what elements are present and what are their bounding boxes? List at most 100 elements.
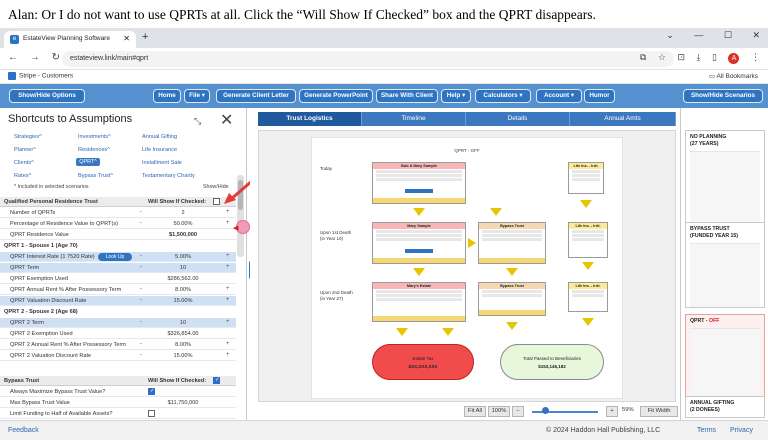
url-field[interactable]: estateview.link/main#qprt [62,51,674,67]
decrement-icon[interactable]: - [140,286,142,292]
decrement-icon[interactable]: - [140,220,142,226]
shortcut-testamentary-charity[interactable]: Testamentary Charity [142,173,195,179]
diagram-canvas[interactable]: QPRT - OFF Today Upon 1st Death (in Year… [258,130,676,402]
increment-icon[interactable]: + [226,297,230,303]
shortcut-planner[interactable]: Planner^ [14,147,36,153]
share-with-client-button[interactable]: Share With Client [376,89,438,103]
bookmark-stripe[interactable]: Stripe - Customers [8,72,73,80]
box-bypass-second-death[interactable]: Bypass Trust [478,282,546,316]
beneficiaries-oval[interactable]: Total Passed to Beneficiaries $153,146,1… [500,344,604,380]
browser-tab[interactable]: e EstateView Planning Software ✕ [4,31,136,48]
zoom-slider-thumb[interactable] [542,407,549,414]
tab-details[interactable]: Details [466,112,570,126]
star-icon[interactable]: ☆ [657,52,666,62]
scenario-bypass-trust[interactable]: BYPASS TRUST(FUNDED YEAR 15) [685,222,765,308]
box-joint-first-death[interactable]: Mary Sample [372,222,466,264]
increment-icon[interactable]: + [226,209,230,215]
tab-trust-logistics[interactable]: Trust Logistics [258,112,362,126]
reload-icon[interactable]: ↻ [51,52,60,63]
decrement-icon[interactable]: - [140,297,142,303]
increment-icon[interactable]: + [226,264,230,270]
box-joint-today[interactable]: Bob & Mary Sample [372,162,466,204]
percentage-residence-input[interactable]: 50.00% [173,221,193,227]
shortcut-clients[interactable]: Clients^ [14,160,34,166]
scenario-qprt[interactable]: QPRT - OFF [685,314,765,399]
all-bookmarks[interactable]: ▭ All Bookmarks [709,72,758,80]
sidebar-icon[interactable]: ▯ [712,52,717,62]
decrement-icon[interactable]: - [140,253,142,259]
generate-powerpoint-button[interactable]: Generate PowerPoint [299,89,373,103]
home-button[interactable]: Home [153,89,181,103]
number-of-qprts-input[interactable]: 2 [181,210,185,216]
shortcut-life-insurance[interactable]: Life Insurance [142,147,178,153]
look-up-button[interactable]: Look Up [98,253,132,261]
show-hide-link[interactable]: Show/Hide [203,184,229,190]
zoom-slider-track[interactable] [532,411,598,413]
increment-icon[interactable]: + [226,352,230,358]
close-window-icon[interactable]: ✕ [752,30,760,40]
terms-link[interactable]: Terms [697,427,717,434]
qprt-discount-rate-input[interactable]: 15.00% [173,298,193,304]
file-menu-button[interactable]: File ▾ [184,89,210,103]
box-life-ins-today[interactable]: Life Ins. - Irrit. [568,162,604,194]
scenario-no-planning[interactable]: NO PLANNING(27 YEARS) [685,130,765,224]
back-icon[interactable]: ← [8,52,18,63]
tab-annual-amts[interactable]: Annual Amts [570,112,676,126]
box-bypass-first-death[interactable]: Bypass Trust [478,222,546,264]
box-joint-second-death[interactable]: Mary's Estate [372,282,466,322]
explained-chip[interactable] [405,249,433,253]
decrement-icon[interactable]: - [140,319,142,325]
humor-button[interactable]: Humor [584,89,615,103]
qprt2-term-input[interactable]: 10 [179,320,187,326]
increment-icon[interactable]: + [226,253,230,259]
decrement-icon[interactable]: - [140,264,142,270]
translate-icon[interactable]: ⧉ [639,52,647,62]
profile-avatar[interactable]: A [728,53,740,64]
privacy-link[interactable]: Privacy [730,427,753,434]
panel-scrollbar[interactable] [237,175,244,257]
expand-icon[interactable]: ⤡ [194,116,202,126]
calculators-menu-button[interactable]: Calculators ▾ [475,89,531,103]
help-menu-button[interactable]: Help ▾ [441,89,471,103]
qprt-term-input[interactable]: 10 [179,265,187,271]
scenario-annual-gifting[interactable]: ANNUAL GIFTING(2 DONEES) [685,396,765,418]
estate-tax-oval[interactable]: Estate Tax $XX,XXX,XXX [372,344,474,380]
shortcut-strategies[interactable]: Strategies^ [14,134,42,140]
increment-icon[interactable]: + [226,286,230,292]
download-icon[interactable]: ⤓ [696,52,701,62]
shortcut-qprt[interactable]: QPRT^ [76,158,100,166]
kebab-menu-icon[interactable]: ⋮ [751,52,760,62]
qprt2-discount-rate-input[interactable]: 15.00% [173,353,193,359]
shortcut-residences[interactable]: Residences^ [78,147,110,153]
close-panel-icon[interactable]: ✕ [220,112,234,129]
feedback-link[interactable]: Feedback [8,427,39,434]
increment-icon[interactable]: + [226,341,230,347]
decrement-icon[interactable]: - [140,209,142,215]
limit-funding-checkbox[interactable] [148,410,155,417]
qprt-interest-rate-input[interactable]: 5.00% [175,254,191,260]
minimize-icon[interactable]: — [694,30,704,40]
shortcut-investments[interactable]: Investments^ [78,134,111,140]
increment-icon[interactable]: + [226,319,230,325]
shortcut-installment-sale[interactable]: Installment Sale [142,160,182,166]
shortcut-rates[interactable]: Rates^ [14,173,32,179]
zoom-out-button[interactable]: − [512,406,524,417]
new-tab-icon[interactable]: + [142,31,149,43]
extensions-icon[interactable]: ⊡ [677,52,685,62]
decrement-icon[interactable]: - [140,341,142,347]
always-maximize-checkbox[interactable] [148,388,155,395]
zoom-in-button[interactable]: + [606,406,618,417]
qprt-annual-rent-input[interactable]: 8.00% [175,287,191,293]
show-hide-options-button[interactable]: Show/Hide Options [9,89,85,103]
maximize-icon[interactable]: ☐ [723,30,732,40]
tab-timeline[interactable]: Timeline [362,112,466,126]
qprt2-annual-rent-input[interactable]: 8.00% [175,342,191,348]
zoom-100-button[interactable]: 100% [488,406,510,417]
bypass-will-show-checkbox[interactable] [213,377,220,384]
show-hide-scenarios-button[interactable]: Show/Hide Scenarios [683,89,763,103]
qprt-will-show-checkbox[interactable] [213,198,220,205]
box-life-ins-first-death[interactable]: Life Ins. - Irrit. [568,222,608,258]
decrement-icon[interactable]: - [140,352,142,358]
forward-icon[interactable]: → [29,52,40,63]
shortcut-bypass-trust[interactable]: Bypass Trust^ [78,173,113,179]
